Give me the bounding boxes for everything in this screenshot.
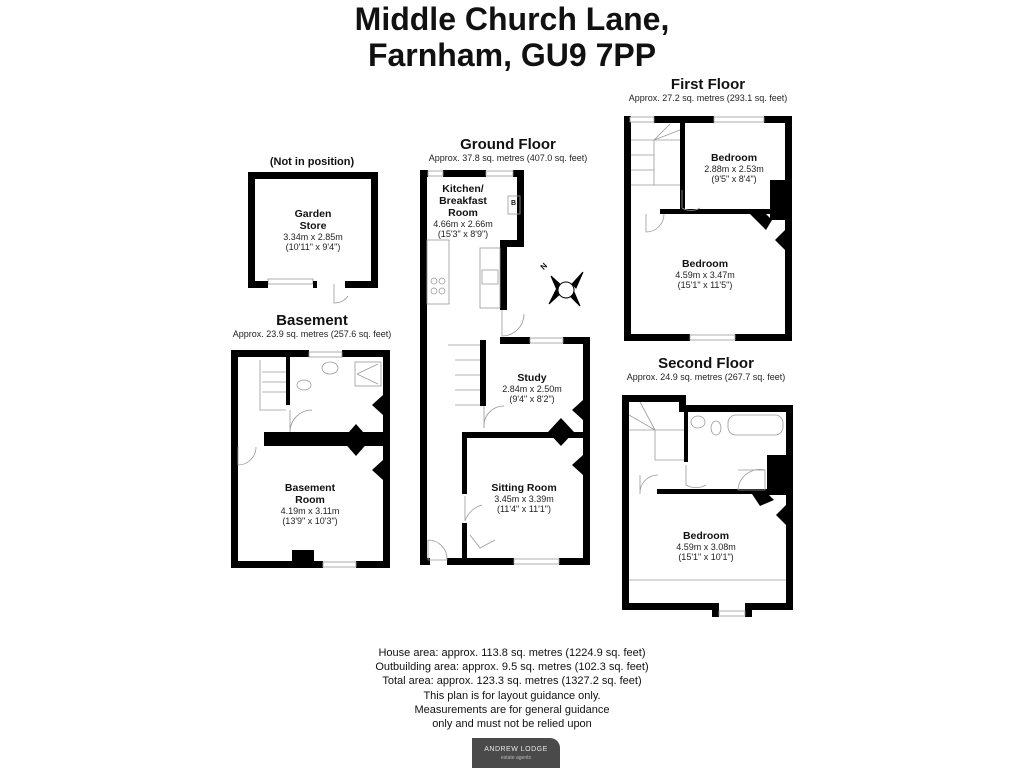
floor-label-second: Second Floor Approx. 24.9 sq. metres (26…	[626, 355, 786, 382]
basement-walls	[231, 350, 390, 568]
disclaimer-line-2: Measurements are for general guidance	[414, 704, 610, 716]
garden-store-walls	[248, 172, 378, 288]
compass-rose	[548, 271, 584, 307]
total-area-text: Total area: approx. 123.3 sq. metres (13…	[382, 675, 642, 687]
garden-store-door	[333, 284, 349, 304]
outbuilding-area-text: Outbuilding area: approx. 9.5 sq. metres…	[375, 661, 649, 673]
second-floor-walls	[622, 395, 793, 617]
garden-store-window	[267, 278, 314, 285]
logo-name: ANDREW LODGE	[484, 746, 548, 753]
logo-tagline: estate agents	[500, 755, 532, 761]
floor-label-first: First Floor Approx. 27.2 sq. metres (293…	[628, 76, 788, 103]
room-label-basement-room: Basement Room 4.19m x 3.11m (13'9" x 10'…	[280, 482, 340, 526]
page-title-line1: Middle Church Lane,	[354, 1, 670, 37]
house-area-text: House area: approx. 113.8 sq. metres (12…	[378, 647, 646, 659]
room-label-study: Study 2.84m x 2.50m (9'4" x 8'2")	[502, 372, 562, 404]
first-floor-fixtures	[629, 116, 765, 341]
room-label-sitting-room: Sitting Room 3.45m x 3.39m (11'4" x 11'1…	[491, 482, 557, 514]
second-floor-fixtures	[628, 401, 786, 617]
boiler-label: B	[511, 200, 517, 207]
room-label-second-bedroom: Bedroom 4.59m x 3.08m (15'1" x 10'1")	[676, 530, 736, 562]
garden-store-note: (Not in position)	[269, 156, 355, 168]
first-floor-walls	[624, 116, 792, 341]
floor-label-ground: Ground Floor Approx. 37.8 sq. metres (40…	[428, 136, 588, 163]
agent-logo: ANDREW LODGE estate agents	[472, 738, 560, 768]
page-title-line2: Farnham, GU9 7PP	[367, 37, 657, 73]
disclaimer-line-1: This plan is for layout guidance only.	[423, 690, 601, 702]
room-label-first-bedroom-large: Bedroom 4.59m x 3.47m (15'1" x 11'5")	[675, 258, 735, 290]
room-label-garden-store: Garden Store 3.34m x 2.85m (10'11" x 9'4…	[283, 208, 343, 252]
room-label-first-bedroom-small: Bedroom 2.88m x 2.53m (9'5" x 8'4")	[704, 152, 764, 184]
disclaimer-line-3: only and must not be relied upon	[432, 718, 592, 730]
room-label-kitchen: Kitchen/ Breakfast Room 4.66m x 2.66m (1…	[433, 183, 493, 239]
basement-fixtures	[237, 351, 382, 568]
floor-label-basement: Basement Approx. 23.9 sq. metres (257.6 …	[232, 312, 392, 339]
ground-floor-fixtures	[426, 170, 564, 565]
ground-floor-walls	[420, 170, 590, 565]
